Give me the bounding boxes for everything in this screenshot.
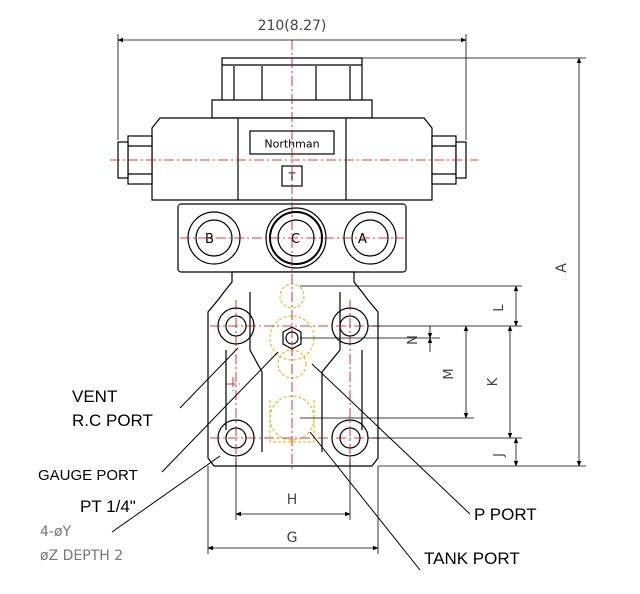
pt-label: PT 1/4" [80,497,136,516]
dim-m: M [442,368,457,379]
subplate [207,271,379,467]
dim-a: A [554,263,570,273]
gauge-port-label: GAUGE PORT [38,467,138,484]
p-port-label: P PORT [474,505,537,524]
dim-g: G [287,530,298,546]
dim-l: L [492,304,507,312]
leader-lines [111,347,471,571]
port-c-label: C [291,232,300,247]
port-b-label: B [205,232,214,247]
dim-overall-width: 210(8.27) [258,18,327,34]
dim-h: H [287,492,298,508]
rc-port-label: R.C PORT [72,411,153,430]
center-tag-label: T [288,171,296,184]
tank-port-label: TANK PORT [424,549,520,568]
center-lines [110,40,478,470]
port-a-label: A [358,232,367,247]
vent-label: VENT [72,387,117,406]
dim-j: J [492,453,507,458]
holes-label: 4-øY [40,524,72,540]
dim-n: N [406,335,421,345]
depth-label: øZ DEPTH 2 [40,548,123,564]
dimension-lines [117,34,586,554]
dim-k: K [486,377,501,386]
